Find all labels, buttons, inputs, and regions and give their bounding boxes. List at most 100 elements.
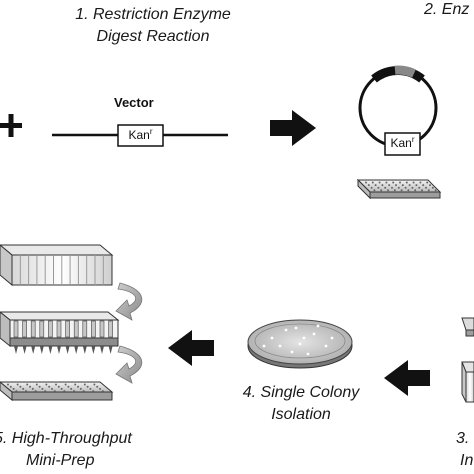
plate-wells (7, 383, 104, 393)
tube (39, 320, 45, 338)
well (404, 186, 407, 189)
well (419, 181, 422, 184)
tube-tip (74, 346, 79, 354)
step1-line2: Digest Reaction (96, 28, 210, 45)
colony (278, 344, 282, 348)
well (400, 189, 403, 192)
well (26, 383, 29, 386)
well (401, 184, 404, 187)
well (53, 390, 56, 393)
well (86, 385, 89, 388)
tube-tip (108, 346, 113, 354)
colony (262, 344, 266, 348)
well (365, 181, 367, 184)
well (12, 387, 15, 390)
step5-label: 5. High-Throughput Mini-Prep (0, 428, 174, 472)
well (19, 385, 22, 388)
well (57, 385, 60, 388)
tube (99, 320, 105, 338)
step5-line1: 5. High-Throughput (0, 430, 132, 447)
well (378, 181, 381, 184)
well (16, 383, 19, 386)
step4-label: 4. Single Colony Isolation (228, 382, 374, 426)
vector-title: Vector (114, 95, 154, 110)
plasmid-kan-text: Kan (390, 136, 412, 150)
colony (330, 336, 334, 340)
plus-icon (0, 114, 22, 137)
well (64, 383, 67, 386)
well (367, 184, 370, 187)
tube (22, 320, 27, 338)
well (89, 387, 92, 390)
tube-tip (100, 346, 104, 354)
well (399, 181, 401, 184)
plasmid-kan-label: Kanr (385, 135, 420, 150)
step3-label: 3. In (456, 428, 473, 472)
well (434, 189, 437, 192)
well (371, 181, 374, 184)
vector-kan-label: Kanr (118, 127, 163, 142)
well (77, 385, 79, 388)
well (34, 390, 37, 393)
well (427, 189, 430, 192)
well (425, 186, 427, 189)
well (15, 390, 18, 393)
step3-line1: 3. (456, 430, 470, 447)
well (388, 184, 391, 187)
tube-tip (14, 346, 18, 354)
step1-label: 1. Restriction Enzyme Digest Reaction (48, 4, 258, 48)
tube-tip (65, 346, 70, 354)
well (55, 383, 57, 386)
well (99, 387, 101, 390)
well (387, 189, 389, 192)
colony (270, 336, 274, 340)
well (395, 184, 397, 187)
step3-line2: In (460, 452, 474, 469)
colony (284, 328, 288, 332)
well (9, 385, 12, 388)
tube (13, 320, 19, 338)
step4-line1: 4. Single Colony (242, 384, 360, 401)
arrow-left-icon (384, 360, 430, 396)
well (31, 387, 34, 390)
well (45, 383, 48, 386)
tube-tip (57, 346, 61, 354)
well (7, 383, 9, 386)
colony (312, 332, 316, 336)
step5-line2: Mini-Prep (26, 452, 95, 469)
colony (302, 336, 306, 340)
well (431, 186, 434, 189)
well (385, 181, 388, 184)
well (60, 387, 63, 390)
tube (108, 320, 113, 338)
tube-tip (39, 346, 44, 354)
well (418, 186, 421, 189)
colony (290, 350, 294, 354)
step4-line2: Isolation (271, 406, 331, 423)
well (384, 186, 387, 189)
vector-kan-sup: r (149, 127, 153, 136)
plasmid (358, 65, 438, 156)
well (22, 387, 25, 390)
well (101, 390, 104, 393)
well (381, 184, 384, 187)
colonies (262, 324, 334, 356)
well (377, 186, 380, 189)
tube (48, 320, 53, 338)
colony (324, 344, 328, 348)
well (393, 189, 396, 192)
well (25, 390, 27, 393)
well (412, 181, 415, 184)
well (415, 184, 418, 187)
plate-wells (365, 181, 437, 192)
tube-tip (91, 346, 96, 354)
plate-96well-top (356, 178, 442, 200)
tube (82, 320, 88, 338)
well (391, 186, 393, 189)
well (392, 181, 395, 184)
tube (73, 320, 79, 338)
well (38, 385, 41, 388)
well (35, 383, 38, 386)
well (51, 387, 53, 390)
